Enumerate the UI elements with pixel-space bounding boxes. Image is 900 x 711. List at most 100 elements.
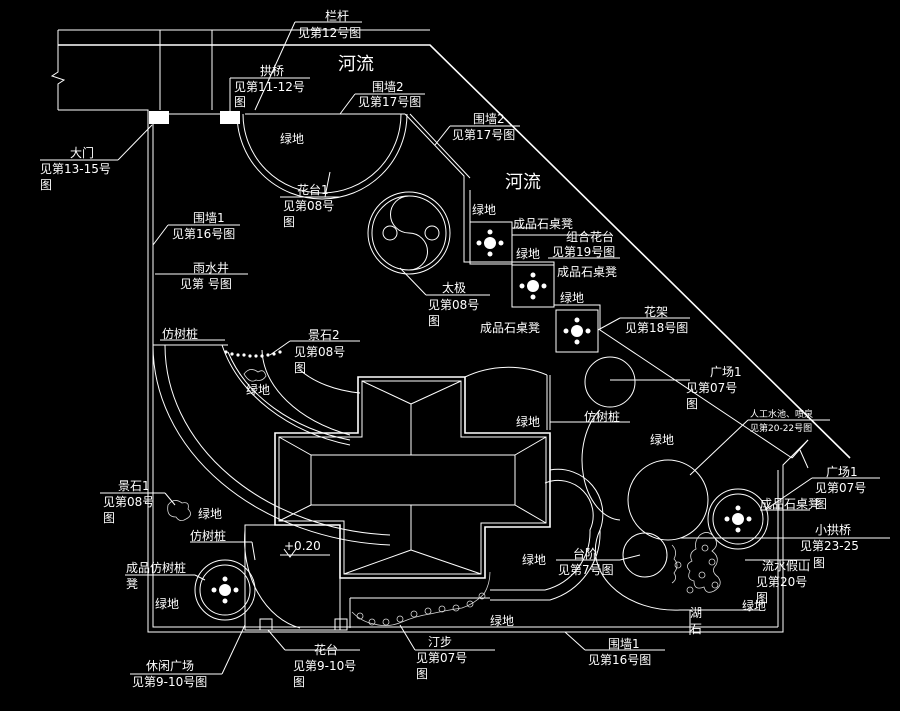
label-arch-bridge: 拱桥 xyxy=(260,64,284,78)
label-steps-ref: 见第7号图 xyxy=(558,563,614,577)
leader-lines xyxy=(40,21,890,675)
label-stream-rockery: 流水假山 xyxy=(762,559,810,573)
label-lake-stone1: 湖 xyxy=(690,605,702,620)
stepping-stones xyxy=(349,571,491,628)
label-plaza1-ref: 见第07号 xyxy=(686,381,737,395)
label-greenland-right: 绿地 xyxy=(650,432,674,447)
label-combo-planter-ref: 见第19号图 xyxy=(552,245,615,259)
label-railing-ref: 见第12号图 xyxy=(298,26,361,40)
label-wall2-top-ref: 见第17号图 xyxy=(358,95,421,109)
label-wall1-left-ref: 见第16号图 xyxy=(172,227,235,241)
label-planter1: 花台1 xyxy=(297,182,329,197)
label-greenland-stone1: 绿地 xyxy=(198,506,222,521)
label-wall2-right-ref: 见第17号图 xyxy=(452,128,515,142)
stone-table-icon xyxy=(211,576,239,604)
label-river-mid: 河流 xyxy=(505,172,541,193)
label-arch-bridge-ref: 见第11-12号 xyxy=(234,80,305,94)
label-greenland-bottom-mid: 绿地 xyxy=(522,552,546,567)
label-stone-table2: 成品石桌凳 xyxy=(557,264,617,279)
label-rain-well-ref: 见第 号图 xyxy=(180,277,232,291)
stone-table-icon xyxy=(563,317,591,345)
label-pool: 人工水池、喷泉 xyxy=(750,408,813,420)
label-rain-well: 雨水井 xyxy=(193,261,229,275)
label-gate: 大门 xyxy=(70,145,94,160)
label-plaza1b-ref2: 图 xyxy=(815,497,827,511)
scenic-stone-1-icon xyxy=(167,500,191,521)
label-gate-ref: 见第13-15号 xyxy=(40,162,111,176)
label-overlap-tu: 图 xyxy=(813,556,825,570)
label-scenic-stone2-ref2: 图 xyxy=(294,361,306,375)
pool-circle xyxy=(594,459,769,611)
label-steps: 台阶 xyxy=(573,546,597,561)
label-planter1-ref: 见第08号 xyxy=(283,199,334,213)
label-wall1-bottom-ref: 见第16号图 xyxy=(588,653,651,667)
label-scenic-stone2-ref: 见第08号 xyxy=(294,345,345,359)
label-stream-rockery-ref2: 图 xyxy=(756,591,768,605)
label-fake-stump2: 仿树桩 xyxy=(584,409,620,424)
label-combo-planter: 组合花台 xyxy=(566,229,614,244)
taiji-plaza xyxy=(367,191,451,275)
combo-planter xyxy=(469,190,599,353)
label-planter-bottom-ref: 见第9-10号 xyxy=(293,659,356,673)
label-stepping-stones: 汀步 xyxy=(428,635,452,649)
label-pool-ref: 见第20-22号图 xyxy=(750,422,812,434)
label-greenland-bl: 绿地 xyxy=(155,596,179,611)
label-small-bridge-ref: 见第23-25 xyxy=(800,539,859,553)
scenic-stone-2-icon xyxy=(243,369,267,382)
label-greenland-top: 绿地 xyxy=(280,131,304,146)
label-scenic-stone2: 景石2 xyxy=(308,328,340,342)
label-taiji-ref2: 图 xyxy=(428,314,440,328)
label-pergola-ref: 见第18号图 xyxy=(625,321,688,335)
label-plaza1: 广场1 xyxy=(710,365,742,379)
label-leisure-plaza: 休闲广场 xyxy=(146,659,194,673)
label-taiji-ref: 见第08号 xyxy=(428,298,479,312)
label-planter-bottom-ref2: 图 xyxy=(293,675,305,689)
label-scenic-stone1: 景石1 xyxy=(118,479,150,493)
label-greenland-br: 绿地 xyxy=(742,598,766,613)
label-planter-bottom: 花台 xyxy=(314,642,338,657)
label-greenland-strip3: 绿地 xyxy=(560,290,584,305)
left-lawn-arcs xyxy=(152,344,391,546)
label-small-bridge: 小拱桥 xyxy=(815,523,851,537)
label-greenland-bottom: 绿地 xyxy=(490,613,514,628)
stone-table-icon xyxy=(476,229,504,257)
right-lawn-arc xyxy=(490,409,621,601)
planter-1 xyxy=(236,113,408,200)
label-gate-ref2: 图 xyxy=(40,178,52,192)
label-elevation: +0.20 xyxy=(284,539,321,553)
stone-table-icon xyxy=(724,505,752,533)
label-stepping-stones-ref: 见第07号 xyxy=(416,651,467,665)
central-pavilion xyxy=(274,376,551,579)
fake-stump-chain xyxy=(224,350,282,358)
plaza-1-circle xyxy=(584,356,636,408)
label-wall2-right: 围墙2 xyxy=(473,112,505,126)
label-wall1-left: 围墙1 xyxy=(193,211,225,225)
label-greenland-strip2: 绿地 xyxy=(516,246,540,261)
label-stone-table3: 成品石桌凳 xyxy=(480,320,540,335)
label-planter1-ref2: 图 xyxy=(283,215,295,229)
label-stream-rockery-ref: 见第20号 xyxy=(756,575,807,589)
label-fake-stump-stool: 成品仿树桩 xyxy=(126,560,186,575)
label-pergola: 花架 xyxy=(644,304,668,319)
label-plaza1b-ref: 见第07号 xyxy=(815,481,866,495)
label-greenland-strip1: 绿地 xyxy=(472,202,496,217)
label-stone-table1: 成品石桌凳 xyxy=(513,216,573,231)
label-plaza1-ref2: 图 xyxy=(686,397,698,411)
label-railing: 栏杆 xyxy=(325,8,349,23)
label-scenic-stone1-ref2: 图 xyxy=(103,511,115,525)
label-plaza1b: 广场1 xyxy=(826,465,858,479)
label-lake-stone2: 石 xyxy=(690,622,702,636)
label-taiji: 太极 xyxy=(442,280,466,295)
label-leisure-plaza-ref: 见第9-10号图 xyxy=(132,675,207,689)
label-wall1-bottom: 围墙1 xyxy=(608,637,640,651)
annotation-labels: 栏杆 见第12号图 河流 拱桥 见第11-12号 图 围墙2 见第17号图 围墙… xyxy=(40,8,866,689)
label-greenland-left: 绿地 xyxy=(246,382,270,397)
label-stepping-stones-ref2: 图 xyxy=(416,667,428,681)
label-fake-stump3: 仿树桩 xyxy=(190,528,226,543)
label-river-top: 河流 xyxy=(338,54,374,75)
label-fake-stump-stool2: 凳 xyxy=(126,576,138,591)
right-arc-stumps xyxy=(464,366,551,430)
label-stone-table4: 成品石桌凳 xyxy=(760,496,820,511)
stone-table-icon xyxy=(519,272,547,300)
